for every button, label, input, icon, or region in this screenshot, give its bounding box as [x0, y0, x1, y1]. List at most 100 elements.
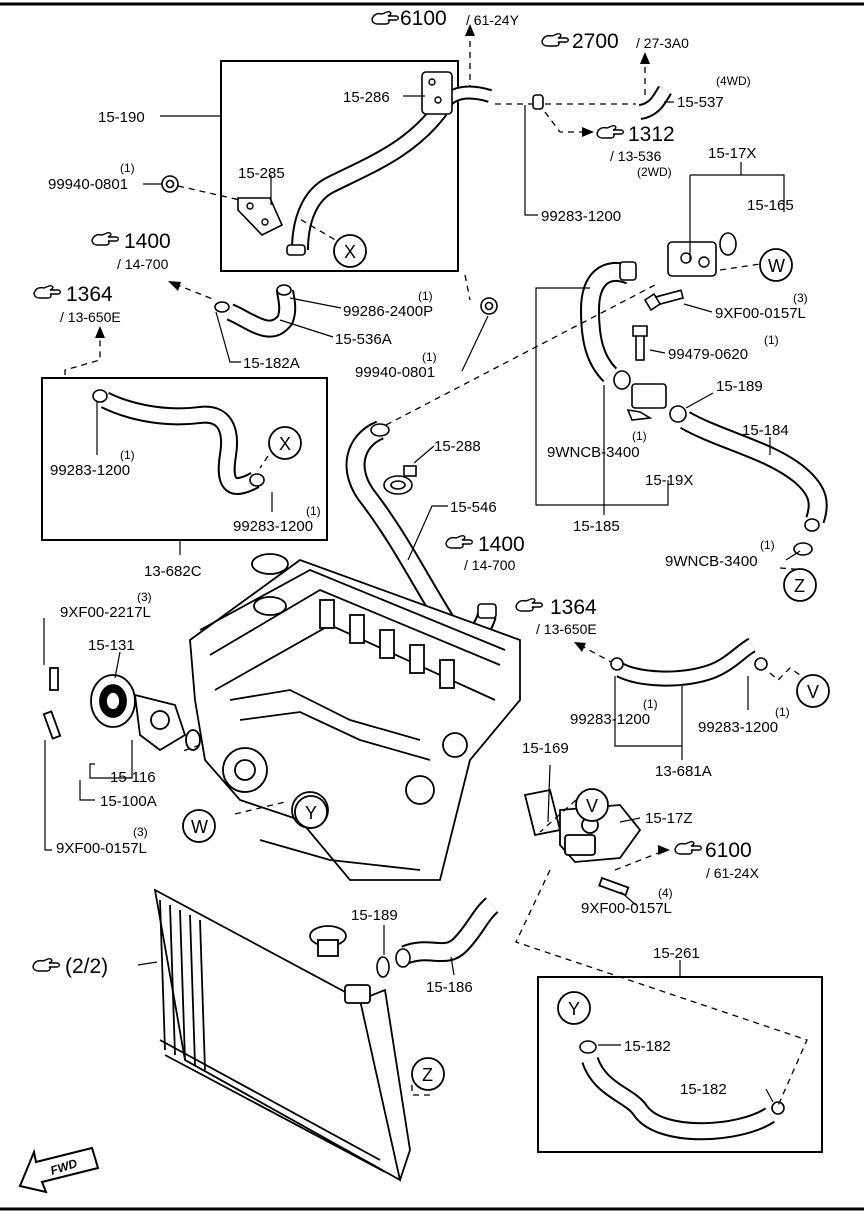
marker-w-lower: W: [191, 817, 208, 837]
qty-99286: (1): [418, 289, 433, 303]
marker-y-box: Y: [568, 999, 580, 1019]
part-99283-1200-c: 99283-1200: [233, 518, 313, 535]
part-15-190: 15-190: [98, 109, 145, 126]
hand-icon: [32, 958, 60, 972]
hand-icon: [445, 535, 473, 549]
part-15-189-b: 15-189: [351, 907, 398, 924]
circle-markers: [182, 234, 830, 1091]
dashed-connectors: [64, 30, 808, 1109]
water-pump-group: [42, 667, 201, 752]
radiator: [153, 888, 411, 1182]
part-99283-1200-b: 99283-1200: [50, 462, 130, 479]
hose-15-182: [579, 1040, 785, 1141]
hose-15-186: [376, 897, 499, 978]
qty-wncb-b: (1): [760, 538, 775, 552]
hand-icon: [674, 841, 702, 855]
text-labels: 6100 / 61-24Y 2700 / 27-3A0 1312 / 13-53…: [48, 7, 819, 1178]
part-9xf00-0157l-a: 9XF00-0157L: [715, 305, 806, 322]
part-15-169: 15-169: [522, 740, 569, 757]
hose-13-681a: [610, 637, 768, 687]
part-15-184: 15-184: [742, 422, 789, 439]
hand-icon: [515, 598, 543, 612]
qty-99940-a: (1): [120, 161, 135, 175]
part-15-100a: 15-100A: [100, 793, 157, 810]
part-9xf00-2217l: 9XF00-2217L: [60, 604, 151, 621]
ref-6100-top-sub: / 61-24Y: [466, 12, 520, 28]
marker-v-right: V: [807, 682, 819, 702]
part-15-537: 15-537: [677, 94, 724, 111]
part-99286-2400p: 99286-2400P: [343, 303, 433, 320]
nut-99940-lower: [480, 297, 498, 315]
ref-1400-b-sub: / 14-700: [464, 557, 516, 573]
box-13-682c-group: [41, 377, 328, 541]
arrowheads: [95, 24, 670, 855]
hose-15-536a: [214, 284, 297, 338]
ref-1400-a-sub: / 14-700: [117, 256, 169, 272]
bolt-9xf00-0157l-upper: [643, 289, 685, 312]
ref-1400-a: 1400: [124, 230, 171, 253]
qty-99283-c: (1): [306, 504, 321, 518]
bolt-99479-0620: [632, 325, 648, 361]
part-15-116: 15-116: [110, 769, 156, 786]
hand-icon: [33, 285, 61, 299]
part-15-17x: 15-17X: [708, 145, 756, 162]
box-upper-hose-group: [220, 60, 459, 272]
ref-1312-sub: / 13-536: [610, 148, 662, 164]
clamp-15-288: [383, 465, 417, 495]
hose-15-184: [669, 405, 828, 556]
fwd-arrow-icon: [18, 1146, 100, 1194]
elbow-15-537: [638, 85, 672, 120]
qty-99283-e: (1): [775, 705, 790, 719]
ref-1364-b-sub: / 13-650E: [536, 621, 597, 637]
marker-v-housing: V: [586, 796, 598, 816]
part-15-182-b: 15-182: [680, 1081, 727, 1098]
qty-99940-b: (1): [422, 350, 437, 364]
part-15-286: 15-286: [343, 89, 390, 106]
part-15-186: 15-186: [426, 979, 473, 996]
part-99940-0801-a: 99940-0801: [48, 176, 128, 193]
part-99283-1200-a: 99283-1200: [541, 208, 621, 225]
qty-99479: (1): [764, 333, 779, 347]
part-15-19x: 15-19X: [645, 472, 693, 489]
part-99283-1200-e: 99283-1200: [698, 719, 778, 736]
part-99283-1200-d: 99283-1200: [570, 711, 650, 728]
hand-icon: [91, 232, 119, 246]
plug-99283-1200-upper: [532, 94, 544, 110]
qty-99283-d: (1): [643, 697, 658, 711]
part-9xf00-0157l-b: 9XF00-0157L: [56, 840, 147, 857]
part-9wncb-3400-a: 9WNCB-3400: [547, 444, 640, 461]
part-15-261: 15-261: [653, 945, 700, 962]
hose-13-682c: [92, 389, 265, 495]
marker-z-upper: Z: [794, 576, 805, 596]
marker-w-upper: W: [768, 256, 785, 276]
part-15-182-a: 15-182: [624, 1038, 671, 1055]
ref-1312: 1312: [628, 123, 675, 146]
part-15-288: 15-288: [434, 438, 481, 455]
fitting-15-19x: [613, 370, 667, 421]
hand-icon: [596, 125, 624, 139]
part-15-189-a: 15-189: [716, 378, 763, 395]
part-15-17z: 15-17Z: [645, 810, 693, 827]
part-9xf00-0157l-c: 9XF00-0157L: [581, 900, 672, 917]
hand-icon: [541, 33, 569, 47]
qty-9xf-2217: (3): [137, 590, 152, 604]
engine-block: [189, 553, 521, 881]
qty-99283-b: (1): [120, 448, 135, 462]
marker-x-lower: X: [279, 434, 291, 454]
thermostat-housing-15-17z: [523, 788, 642, 897]
part-15-546: 15-546: [450, 499, 497, 516]
ref-1364-b: 1364: [550, 596, 597, 619]
part-9wncb-3400-b: 9WNCB-3400: [665, 553, 758, 570]
qty-9xf-a: (3): [793, 291, 808, 305]
part-15-182a: 15-182A: [243, 355, 300, 372]
hand-icon: [371, 11, 399, 25]
leader-lines: [43, 95, 801, 1103]
ref-1364-a-sub: / 13-650E: [60, 309, 121, 325]
part-99479-0620: 99479-0620: [668, 346, 748, 363]
ref-2700-sub: / 27-3A0: [636, 35, 689, 51]
hose-15-165: [579, 232, 737, 383]
qty-9xf-b: (3): [133, 825, 148, 839]
part-13-681a: 13-681A: [655, 763, 712, 780]
ref-6100-b: 6100: [705, 839, 752, 862]
